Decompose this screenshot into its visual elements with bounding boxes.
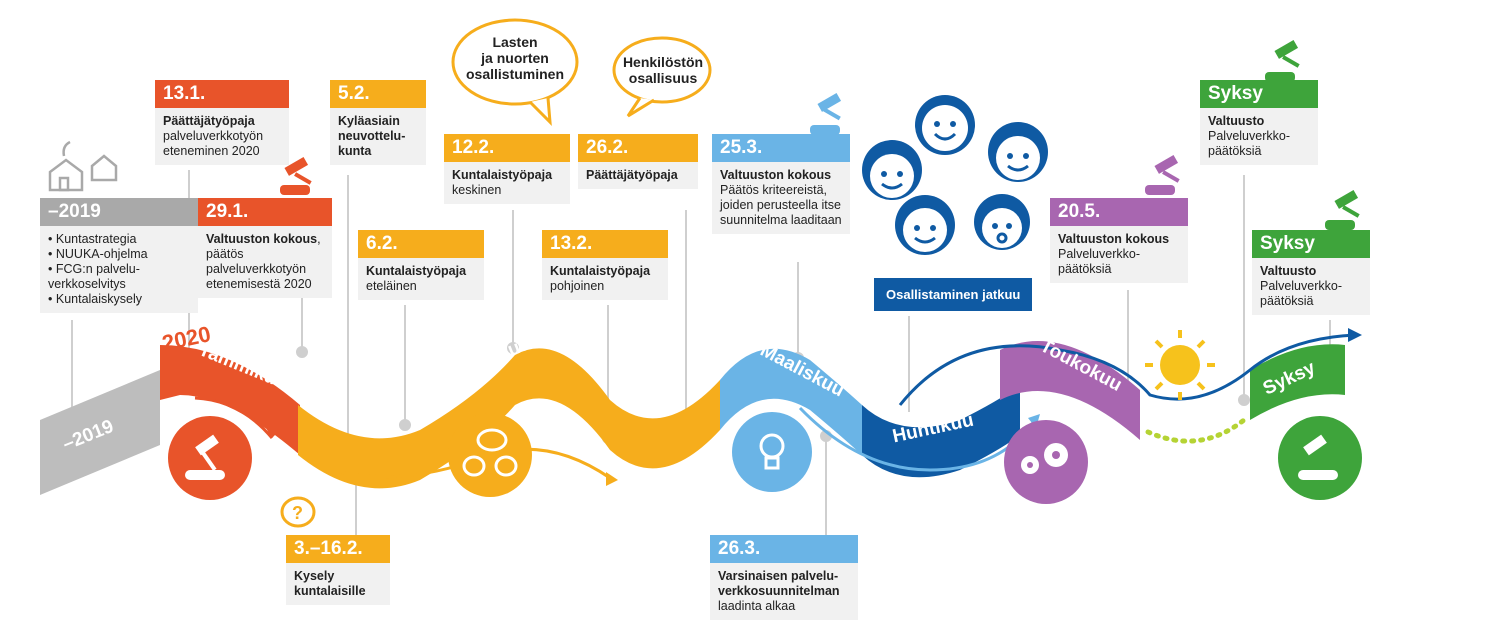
card-date: 13.2. <box>542 230 668 258</box>
card-5-2: 5.2. Kyläasiain neuvottelu-kunta <box>330 80 426 165</box>
list-item: FCG:n palvelu-verkkoselvitys <box>48 262 190 292</box>
card-26-2: 26.2. Päättäjätyöpaja <box>578 134 698 189</box>
list-item: Kuntalaiskysely <box>48 292 190 307</box>
osallistaminen-pill: Osallistaminen jatkuu <box>874 278 1033 311</box>
card-title: Varsinaisen palvelu-verkkosuunnitelman <box>718 569 840 598</box>
bubble-staff: Henkilöstön osallisuus <box>622 54 704 86</box>
gavel-icon <box>185 434 225 480</box>
card-title: Valtuusto <box>1260 264 1317 278</box>
card-title: Valtuuston kokous <box>1058 232 1170 246</box>
gavel-icon <box>810 93 842 135</box>
card-title: Valtuusto <box>1208 114 1265 128</box>
gavel-icon <box>1265 40 1300 82</box>
card-title: Päättäjätyöpaja <box>586 168 678 182</box>
card-date: 12.2. <box>444 134 570 162</box>
card-title: Kuntalaistyöpaja <box>452 168 553 182</box>
card-title: Kuntalaistyöpaja <box>550 264 651 278</box>
card-date: 26.3. <box>710 535 858 563</box>
lightbulb-icon <box>759 433 785 470</box>
card-3-16-2: 3.–16.2. Kysely kuntalaisille <box>286 535 390 605</box>
gavel-icon <box>1298 434 1338 480</box>
card-text: eteläinen <box>366 279 417 293</box>
card-29-1: 29.1. Valtuuston kokous, päätös palveluv… <box>198 198 332 298</box>
card-2019: –2019 Kuntastrategia NUUKA-ohjelma FCG:n… <box>40 198 198 313</box>
list-item: NUUKA-ohjelma <box>48 247 190 262</box>
gavel-icon <box>1145 155 1180 195</box>
card-text: Palveluverkko-päätöksiä <box>1208 129 1290 158</box>
card-text: Palveluverkko-päätöksiä <box>1058 247 1140 276</box>
card-text: Päätös kriteereistä, joiden perusteella … <box>720 183 842 227</box>
card-date: 13.1. <box>155 80 289 108</box>
card-title: Kuntalaistyöpaja <box>366 264 467 278</box>
gavel-icon <box>1325 190 1360 230</box>
card-date: 3.–16.2. <box>286 535 390 563</box>
gavel-icon <box>280 157 312 195</box>
card-text: Palveluverkko-päätöksiä <box>1260 279 1342 308</box>
gears-icon <box>1021 443 1068 474</box>
card-title: Valtuuston kokous <box>720 168 832 182</box>
card-date: 6.2. <box>358 230 484 258</box>
card-text: keskinen <box>452 183 502 197</box>
card-text: pohjoinen <box>550 279 605 293</box>
card-date: 29.1. <box>198 198 332 226</box>
card-date: 26.2. <box>578 134 698 162</box>
bubble-children: Lasten ja nuorten osallistuminen <box>465 34 565 82</box>
card-26-3: 26.3. Varsinaisen palvelu-verkkosuunnite… <box>710 535 858 620</box>
svg-text:?: ? <box>292 503 303 523</box>
faces-icon <box>862 95 1048 255</box>
card-title: Valtuuston kokous <box>206 232 318 246</box>
card-date: 20.5. <box>1050 198 1188 226</box>
card-text: , päätös palveluverkkotyön etenemisestä … <box>206 232 321 291</box>
houses-icon <box>48 140 118 192</box>
card-date: 25.3. <box>712 134 850 162</box>
card-text: palveluverkkotyön eteneminen 2020 <box>163 129 264 158</box>
card-title: Päättäjätyöpaja <box>163 114 255 128</box>
card-date: Syksy <box>1252 230 1370 258</box>
card-date: 5.2. <box>330 80 426 108</box>
card-text: laadinta alkaa <box>718 599 796 613</box>
list-item: Kuntastrategia <box>48 232 190 247</box>
card-date: –2019 <box>40 198 198 226</box>
card-title: Kysely kuntalaisille <box>294 569 366 598</box>
chat-bubbles-icon <box>462 428 518 477</box>
card-title: Kyläasiain neuvottelu-kunta <box>338 114 406 158</box>
card-date: Syksy <box>1200 80 1318 108</box>
sun-icon <box>1145 330 1215 400</box>
question-icon: ? <box>280 496 316 528</box>
